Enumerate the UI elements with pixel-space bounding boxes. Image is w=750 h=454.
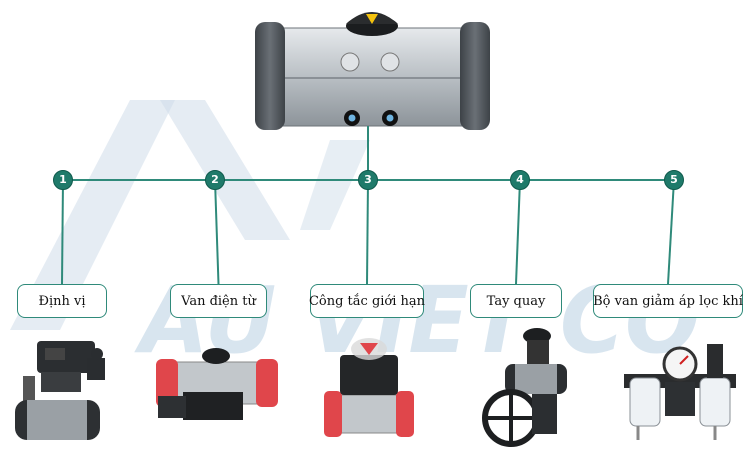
filter-regulator-image xyxy=(624,344,736,440)
connector-line xyxy=(515,179,521,285)
handwheel-image xyxy=(482,328,567,447)
accessory-label: Công tắc giới hạn xyxy=(309,284,425,318)
connector-line xyxy=(214,179,220,285)
connector-line xyxy=(366,179,369,285)
accessory-label: Bộ van giảm áp lọc khí xyxy=(593,284,743,318)
accessory-number-badge: 2 xyxy=(205,170,225,190)
accessory-label: Định vị xyxy=(17,284,107,318)
solenoid-valve-image xyxy=(156,348,278,420)
accessory-number-badge: 3 xyxy=(358,170,378,190)
connector-line xyxy=(667,179,675,285)
pneumatic-actuator-image xyxy=(255,12,490,130)
limit-switch-image xyxy=(324,338,414,437)
accessory-number-badge: 1 xyxy=(53,170,73,190)
accessory-label: Van điện từ xyxy=(170,284,267,318)
accessory-number-badge: 5 xyxy=(664,170,684,190)
accessory-number-badge: 4 xyxy=(510,170,530,190)
connector-line xyxy=(61,179,64,285)
accessory-label: Tay quay xyxy=(470,284,562,318)
positioner-image xyxy=(15,341,105,440)
